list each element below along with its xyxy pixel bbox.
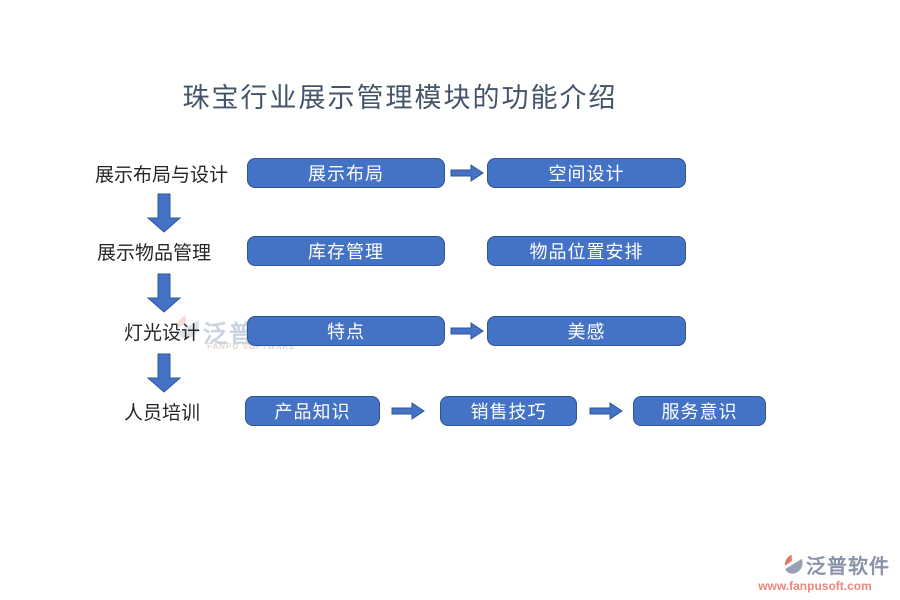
row-label-lighting-design: 灯光设计: [124, 322, 201, 344]
right-arrow-icon: [589, 402, 623, 420]
footer-logo-brand-text: 泛普软件: [806, 556, 890, 578]
footer-logo-url: www.fanpusoft.com: [758, 579, 872, 593]
flow-box: 库存管理: [247, 236, 445, 266]
fanpu-logo-icon: [784, 554, 803, 574]
watermark-logo: 泛普 FANPU SOFTWARE: [175, 312, 325, 360]
page-title: 珠宝行业展示管理模块的功能介绍: [182, 83, 618, 113]
flow-box: 产品知识: [245, 396, 380, 426]
right-arrow-icon: [450, 164, 484, 182]
row-label-staff-training: 人员培训: [124, 402, 201, 424]
row-label-item-management: 展示物品管理: [97, 242, 212, 264]
flow-box: 空间设计: [487, 158, 686, 188]
row-label-display-layout: 展示布局与设计: [95, 164, 229, 186]
down-arrow-icon: [147, 193, 181, 233]
right-arrow-icon: [450, 322, 484, 340]
flow-box: 服务意识: [633, 396, 766, 426]
watermark-subtitle-text: FANPU SOFTWARE: [207, 342, 296, 351]
down-arrow-icon: [147, 353, 181, 393]
flow-box: 展示布局: [247, 158, 445, 188]
flow-box: 物品位置安排: [487, 236, 686, 266]
flow-box: 特点: [247, 316, 445, 346]
fanpu-logo-icon: [177, 315, 200, 339]
right-arrow-icon: [391, 402, 425, 420]
flow-box: 美感: [487, 316, 686, 346]
footer-logo: 泛普软件 www.fanpusoft.com: [740, 550, 890, 593]
down-arrow-icon: [147, 273, 181, 313]
watermark-brand-text: 泛普: [203, 322, 255, 348]
flow-box: 销售技巧: [440, 396, 577, 426]
